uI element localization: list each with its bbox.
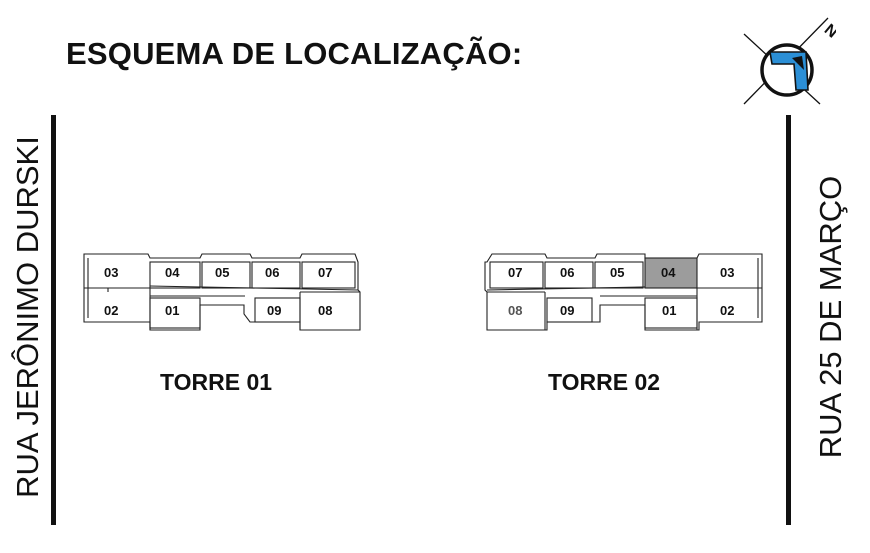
unit-label-highlighted: 04 [661, 265, 676, 280]
street-line-left [51, 115, 56, 525]
unit-label: 01 [662, 303, 676, 318]
unit-label: 07 [508, 265, 522, 280]
unit-label: 05 [215, 265, 229, 280]
unit-label: 09 [267, 303, 281, 318]
unit-label: 08 [318, 303, 332, 318]
unit-label: 03 [104, 265, 118, 280]
unit-label: 06 [560, 265, 574, 280]
unit-label: 07 [318, 265, 332, 280]
compass-north-icon: N [743, 17, 836, 105]
unit-label: 09 [560, 303, 574, 318]
unit-label: 02 [104, 303, 118, 318]
unit-label: 02 [720, 303, 734, 318]
unit-label: 08 [508, 303, 522, 318]
tower-02-label: TORRE 02 [548, 369, 661, 395]
unit-label: 05 [610, 265, 624, 280]
page-title: ESQUEMA DE LOCALIZAÇÃO: [66, 36, 523, 71]
unit-label: 03 [720, 265, 734, 280]
unit-label: 01 [165, 303, 179, 318]
unit-label: 06 [265, 265, 279, 280]
unit-label: 04 [165, 265, 180, 280]
tower-01-label: TORRE 01 [160, 369, 273, 395]
tower-01-plan [83, 253, 361, 331]
tower-02-plan [484, 253, 763, 331]
street-line-right [786, 115, 791, 525]
